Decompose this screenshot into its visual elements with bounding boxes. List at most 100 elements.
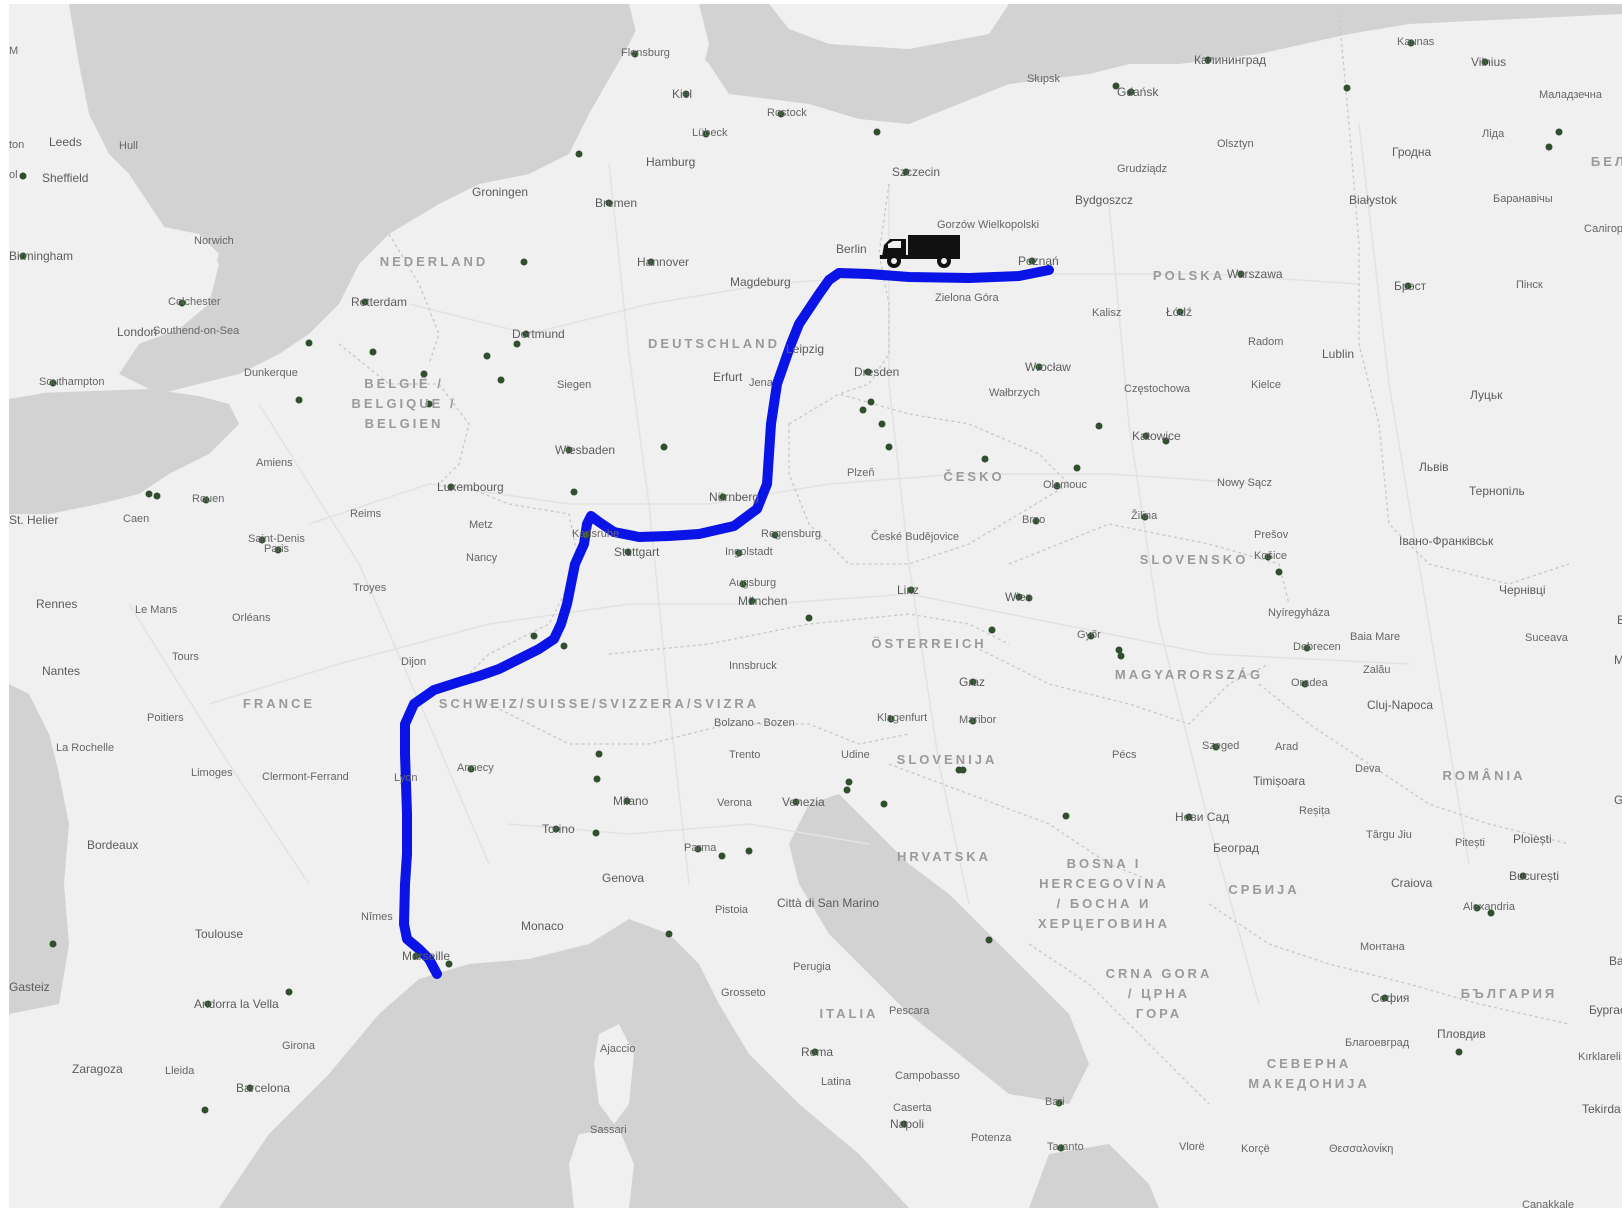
poi-dot[interactable]: [595, 750, 603, 758]
poi-dot-luxembourg[interactable]: [447, 483, 455, 491]
poi-dot[interactable]: [878, 420, 886, 428]
poi-dot-wien[interactable]: [1015, 593, 1023, 601]
poi-dot[interactable]: [560, 642, 568, 650]
poi-dot-andorra[interactable]: [204, 1000, 212, 1008]
poi-dot[interactable]: [420, 370, 428, 378]
poi-dot-debrecen[interactable]: [1303, 644, 1311, 652]
poi-dot[interactable]: [1343, 84, 1351, 92]
poi-dot[interactable]: [483, 352, 491, 360]
poi-dot[interactable]: [575, 150, 583, 158]
poi-dot[interactable]: [592, 829, 600, 837]
poi-dot-hannover[interactable]: [647, 258, 655, 266]
poi-dot-flensburg[interactable]: [631, 50, 639, 58]
poi-dot-szczecin[interactable]: [902, 168, 910, 176]
poi-dot[interactable]: [1062, 812, 1070, 820]
poi-dot[interactable]: [1073, 464, 1081, 472]
poi-dot-maribor[interactable]: [969, 717, 977, 725]
poi-dot-roma[interactable]: [811, 1048, 819, 1056]
poi-dot-bucuresti[interactable]: [1519, 872, 1527, 880]
poi-dot-novisad[interactable]: [1185, 813, 1193, 821]
poi-dot[interactable]: [660, 443, 668, 451]
poi-dot-dortmund[interactable]: [522, 330, 530, 338]
poi-dot-rostock[interactable]: [777, 110, 785, 118]
poi-dot[interactable]: [145, 490, 153, 498]
poi-dot-klagenfurt[interactable]: [887, 715, 895, 723]
poi-dot[interactable]: [959, 766, 967, 774]
poi-dot[interactable]: [1555, 128, 1563, 136]
poi-dot-torino[interactable]: [552, 825, 560, 833]
poi-dot[interactable]: [859, 406, 867, 414]
poi-dot[interactable]: [445, 960, 453, 968]
poi-dot-zilina[interactable]: [1141, 513, 1149, 521]
poi-dot-gyor[interactable]: [1087, 632, 1095, 640]
poi-dot[interactable]: [1275, 568, 1283, 576]
poi-dot[interactable]: [1115, 646, 1123, 654]
poi-dot-kiel[interactable]: [682, 90, 690, 98]
poi-dot-marseille[interactable]: [412, 952, 420, 960]
poi-dot[interactable]: [520, 258, 528, 266]
poi-dot-wroclaw[interactable]: [1035, 363, 1043, 371]
poi-dot[interactable]: [718, 852, 726, 860]
poi-dot-lodz[interactable]: [1176, 308, 1184, 316]
poi-dot-katowice[interactable]: [1142, 432, 1150, 440]
poi-dot-ingolstadt[interactable]: [735, 549, 743, 557]
poi-dot[interactable]: [867, 398, 875, 406]
poi-dot[interactable]: [885, 443, 893, 451]
poi-dot[interactable]: [593, 775, 601, 783]
poi-dot-regensburg[interactable]: [771, 531, 779, 539]
poi-dot-ol[interactable]: [19, 172, 27, 180]
poi-dot-olomouc[interactable]: [1053, 482, 1061, 490]
poi-dot[interactable]: [1162, 437, 1170, 445]
poi-dot[interactable]: [985, 936, 993, 944]
poi-dot[interactable]: [305, 339, 313, 347]
poi-dot-kaliningrad[interactable]: [1204, 56, 1212, 64]
poi-dot[interactable]: [843, 786, 851, 794]
poi-dot[interactable]: [845, 778, 853, 786]
poi-dot-kosice[interactable]: [1264, 553, 1272, 561]
poi-dot-milano[interactable]: [623, 797, 631, 805]
poi-dot-karlsruhe[interactable]: [582, 531, 590, 539]
poi-dot-dresden[interactable]: [864, 368, 872, 376]
poi-dot[interactable]: [981, 455, 989, 463]
poi-dot[interactable]: [665, 930, 673, 938]
poi-dot-southampton[interactable]: [49, 379, 57, 387]
poi-dot-warszawa[interactable]: [1237, 270, 1245, 278]
poi-dot-oradea[interactable]: [1301, 680, 1309, 688]
poi-dot[interactable]: [49, 940, 57, 948]
poi-dot-venezia[interactable]: [792, 798, 800, 806]
poi-dot[interactable]: [425, 400, 433, 408]
poi-dot[interactable]: [530, 632, 538, 640]
poi-dot-stuttgart[interactable]: [624, 548, 632, 556]
poi-dot[interactable]: [285, 988, 293, 996]
poi-dot-alexandria[interactable]: [1473, 904, 1481, 912]
poi-dot-bari[interactable]: [1055, 1099, 1063, 1107]
poi-dot-paris[interactable]: [274, 546, 282, 554]
poi-dot[interactable]: [1025, 594, 1033, 602]
poi-dot[interactable]: [1112, 82, 1120, 90]
poi-dot-taranto[interactable]: [1057, 1144, 1065, 1152]
poi-dot-barcelona[interactable]: [246, 1084, 254, 1092]
poi-dot-graz[interactable]: [969, 678, 977, 686]
poi-dot-rotterdam[interactable]: [361, 298, 369, 306]
map-canvas[interactable]: [9, 4, 1622, 1208]
poi-dot-annecy[interactable]: [467, 765, 475, 773]
poi-dot[interactable]: [570, 488, 578, 496]
poi-dot-saintdenis[interactable]: [258, 536, 266, 544]
poi-dot-poznan[interactable]: [1028, 257, 1036, 265]
poi-dot[interactable]: [153, 492, 161, 500]
poi-dot[interactable]: [805, 614, 813, 622]
truck-icon[interactable]: [880, 233, 962, 269]
poi-dot[interactable]: [295, 396, 303, 404]
poi-dot-rouen[interactable]: [202, 496, 210, 504]
poi-dot-linz[interactable]: [907, 586, 915, 594]
poi-dot[interactable]: [369, 348, 377, 356]
poi-dot-gdansk[interactable]: [1127, 88, 1135, 96]
poi-dot-wiesbaden[interactable]: [565, 446, 573, 454]
poi-dot-kaunas[interactable]: [1407, 39, 1415, 47]
poi-dot-augsburg[interactable]: [739, 580, 747, 588]
poi-dot-brno[interactable]: [1032, 517, 1040, 525]
poi-dot-lubeck[interactable]: [702, 130, 710, 138]
poi-dot[interactable]: [873, 128, 881, 136]
poi-dot-bremen[interactable]: [605, 199, 613, 207]
